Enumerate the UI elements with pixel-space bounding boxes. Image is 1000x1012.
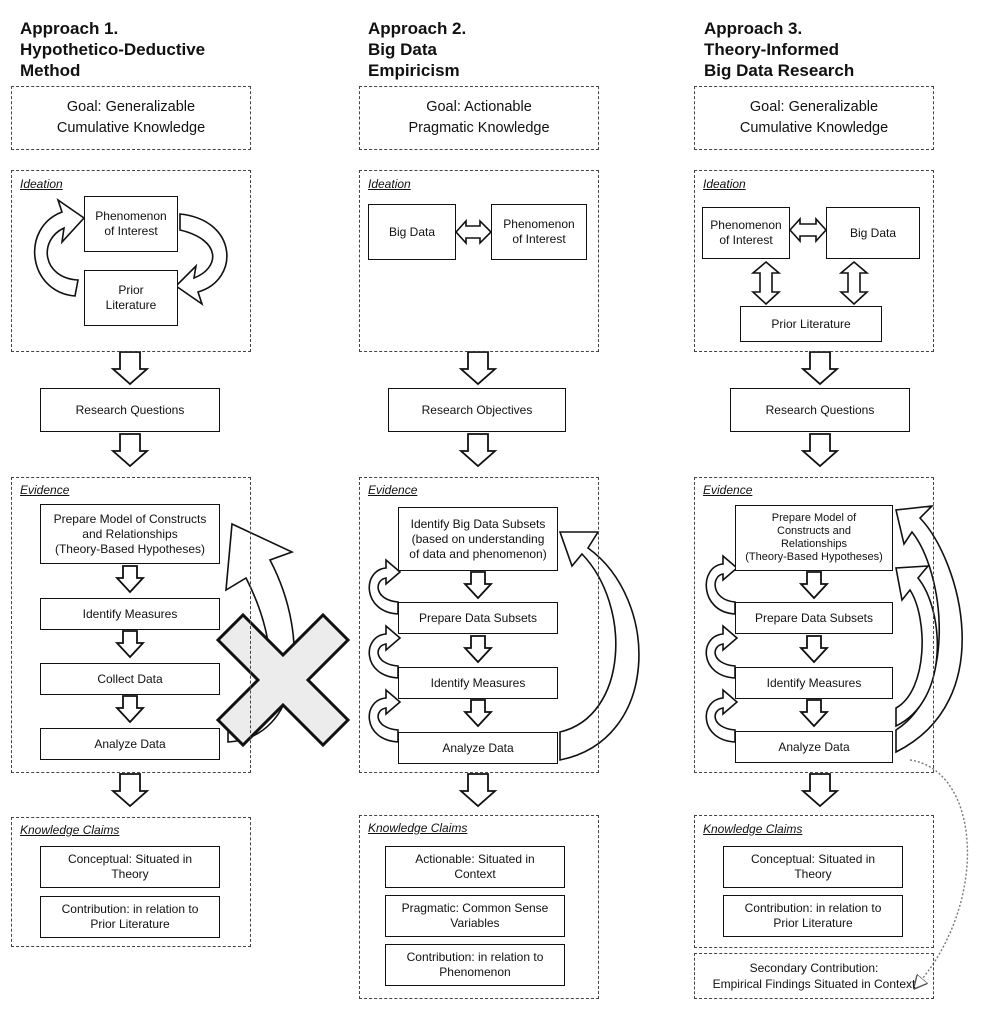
loop-arrow-loop-2a-icon [368,558,402,615]
prepare-subsets-box-3: Prepare Data Subsets [735,602,893,634]
loop-arrow-loop-2c-icon [368,688,402,743]
cycle-arrow-right-icon [174,213,228,307]
ideation-panel-2 [359,170,599,352]
prepare-subsets-box-2: Prepare Data Subsets [398,602,558,634]
down-arrow-subsets-to-measures-3-icon [798,635,830,664]
identify-measures-box-3: Identify Measures [735,667,893,699]
identify-measures-box-1: Identify Measures [40,598,220,630]
research-questions-box-3: Research Questions [730,388,910,432]
down-arrow-ideation-to-question-3-icon [800,351,840,386]
cycle-arrow-left-icon [33,197,86,297]
loop-arrow-loop-3b-icon [705,624,739,679]
loop-arrow-loop-3a-icon [705,554,739,615]
down-arrow-evidence-to-claims-3-icon [800,773,840,808]
down-arrow-prepare-to-measures-2-icon [462,635,494,664]
claims-panel-3 [694,815,934,948]
down-arrow-model-to-measures-1-icon [114,565,146,594]
ideation-label-1: Ideation [20,177,63,191]
ideation-panel-1 [11,170,251,352]
big-data-box-2: Big Data [368,204,456,260]
evidence-panel-3 [694,477,934,773]
loop-arrow-loop-3c-icon [705,688,739,743]
down-arrow-evidence-to-claims-2-icon [458,773,498,808]
down-arrow-collect-to-analyze-1-icon [114,695,146,724]
evidence-label-2: Evidence [368,483,418,497]
down-arrow-evidence-to-claims-1-icon [110,773,150,808]
research-questions-box-1: Research Questions [40,388,220,432]
ideation-label-3: Ideation [703,177,746,191]
big-data-box-3: Big Data [826,207,920,259]
identify-measures-box-2: Identify Measures [398,667,558,699]
down-arrow-question-to-evidence-3-icon [800,433,840,468]
research-objectives-box-2: Research Objectives [388,388,566,432]
down-arrow-subsets-to-prepare-2-icon [462,571,494,600]
identify-subsets-box-2: Identify Big Data Subsets(based on under… [398,507,558,571]
down-arrow-measures-to-analyze-3-icon [798,699,830,728]
analyze-data-box-2: Analyze Data [398,732,558,764]
evidence-panel-2 [359,477,599,773]
loop-arrow-loop-2b-icon [368,624,402,679]
feedback-arrow-analyze-to-subsets-3-icon [895,565,939,728]
double-arrow-bigdata-literature-icon [838,260,870,306]
down-arrow-model-to-subsets-3-icon [798,571,830,600]
down-arrow-ideation-to-question-2-icon [458,351,498,386]
analyze-data-box-1: Analyze Data [40,728,220,760]
claims-panel-2 [359,815,599,999]
down-arrow-measures-to-analyze-2-icon [462,699,494,728]
ideation-panel-3 [694,170,934,352]
double-arrow-phenomenon-literature-icon [750,260,782,306]
down-arrow-ideation-to-question-1-icon [110,351,150,386]
analyze-data-box-3: Analyze Data [735,731,893,763]
claims-label-1: Knowledge Claims [20,823,120,837]
claims-label-3: Knowledge Claims [703,822,803,836]
claims-panel-1 [11,817,251,947]
secondary-contribution-arrow-icon [909,759,969,984]
down-arrow-measures-to-collect-1-icon [114,630,146,659]
collect-data-box-1: Collect Data [40,663,220,695]
ideation-label-2: Ideation [368,177,411,191]
prior-literature-box-3: Prior Literature [740,306,882,342]
claims-label-2: Knowledge Claims [368,821,468,835]
evidence-label-1: Evidence [20,483,70,497]
down-arrow-question-to-evidence-2-icon [458,433,498,468]
secondary-contribution-box: Secondary Contribution:Empirical Finding… [694,953,934,999]
evidence-panel-1 [11,477,251,773]
evidence-label-3: Evidence [703,483,753,497]
down-arrow-question-to-evidence-1-icon [110,433,150,468]
